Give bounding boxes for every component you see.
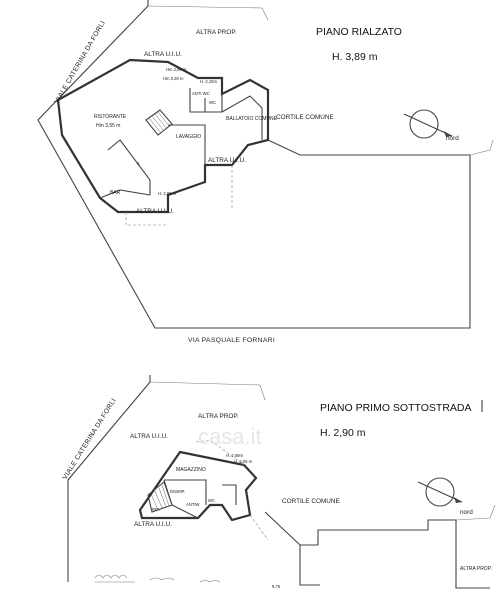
floor2-nord: nord — [460, 509, 473, 516]
floor2-cortile: CORTILE COMUNE — [282, 498, 340, 505]
floor2-rip: RIP. — [152, 507, 160, 512]
watermark: casa.it — [198, 424, 262, 449]
lot-boundary-1 — [37, 0, 471, 329]
building-outline-2 — [138, 450, 258, 522]
floor1-altra-prop-text: ALTRA PROP. — [196, 29, 237, 36]
floor1-nord: nord — [446, 135, 459, 142]
floor1-ristorante-h: Hm 3,55 m — [96, 123, 120, 129]
floor1-h3: H. 2,15m — [200, 79, 218, 84]
floor2-antiwc: ANTIW. — [186, 502, 200, 507]
floor1-altra-prop: ALTRA PROP. — [196, 29, 237, 36]
dashed-line-1 — [125, 212, 168, 226]
floor2-street-left: VIALE CATERINA DA FORLI — [62, 397, 118, 481]
floor1-antiwc: ANTI WC — [192, 91, 210, 96]
floor1-cortile: CORTILE COMUNE — [276, 114, 334, 121]
floor2-altra-uiu-bottom: ALTRA U.I.U. — [134, 521, 172, 528]
dashed-line-4 — [249, 514, 269, 541]
floor1-h2: Hm 3,30 m — [163, 76, 184, 81]
north-compass-2 — [417, 477, 463, 507]
floor1-ballatoio: BALLATOIO COMUNE — [226, 116, 278, 122]
floor1-ristorante: RISTORANTE — [94, 114, 127, 120]
wall-magazzino-2 — [164, 479, 207, 505]
lot-boundary-2 — [67, 375, 151, 582]
floor1-lavaggio: LAVAGGIO — [176, 134, 201, 140]
floor1-bar: BAR — [110, 190, 121, 196]
floor2-altra-prop-top: ALTRA PROP. — [198, 413, 239, 420]
wall-ballatoio-1 — [221, 95, 263, 140]
wall-lavaggio-1 — [168, 124, 206, 165]
floor2-h2: H. 3,05 m — [234, 459, 253, 464]
wall-wc-2 — [222, 484, 237, 505]
lot-right-ext-2 — [299, 545, 320, 586]
floor2-wc: WC — [208, 498, 215, 503]
north-compass-1 — [403, 109, 453, 139]
wall-disimp-2 — [163, 479, 199, 519]
dashed-line-3 — [195, 439, 245, 466]
floor2-h1: H. 2,59m — [226, 453, 244, 458]
floor1-altra-uiu-bottom: ALTRA U.I.U. — [136, 208, 174, 215]
floor1-street-bottom: VIA PASQUALE FORNARI — [188, 337, 275, 344]
floor-sottostrada — [67, 375, 496, 589]
floor2-height: H. 2,90 m — [320, 427, 366, 439]
lot-top-line-2 — [149, 381, 266, 401]
floor1-k: K — [137, 161, 140, 166]
floor2-disimp: DISIMP. — [170, 489, 185, 494]
bottom-ground-marks — [94, 574, 221, 583]
floor1-altra-uiu-right: ALTRA U.I.U. — [208, 157, 246, 164]
lot-top-line-1 — [147, 5, 269, 21]
lot-bottom-right-2 — [264, 511, 490, 589]
wall-bar-1 — [99, 189, 151, 199]
lot-right-top-2 — [455, 504, 496, 521]
wall-kitchen-1 — [107, 139, 151, 195]
bottom-mark: 9,75 — [272, 584, 281, 589]
floor1-h4: H. 2,86 m — [158, 191, 177, 196]
staircase-1 — [145, 109, 173, 136]
floor1-altra-uiu-top: ALTRA U.I.U. — [144, 51, 182, 58]
floor1-h1: Hm 2,90 m — [166, 67, 187, 72]
floor2-magazzino: MAGAZZINO — [176, 467, 206, 473]
floor1-title: PIANO RIALZATO — [316, 26, 402, 38]
floor1-wc: WC — [209, 100, 216, 105]
floor1-height: H. 3,89 m — [332, 51, 378, 63]
floor2-altra-prop-br: ALTRA PROP. — [460, 566, 492, 572]
staircase-2 — [147, 481, 173, 513]
wall-wc-1 — [189, 88, 223, 113]
floor2-title: PIANO PRIMO SOTTOSTRADA — [320, 402, 472, 414]
floor1-street-left: VIALE CATERINA DA FORLI — [54, 20, 107, 105]
lot-right-ext-1 — [469, 139, 494, 156]
building-outline-1 — [56, 58, 270, 214]
floor2-altra-uiu-top: ALTRA U.I.U. — [130, 433, 168, 440]
floor-rialzato — [37, 0, 494, 329]
